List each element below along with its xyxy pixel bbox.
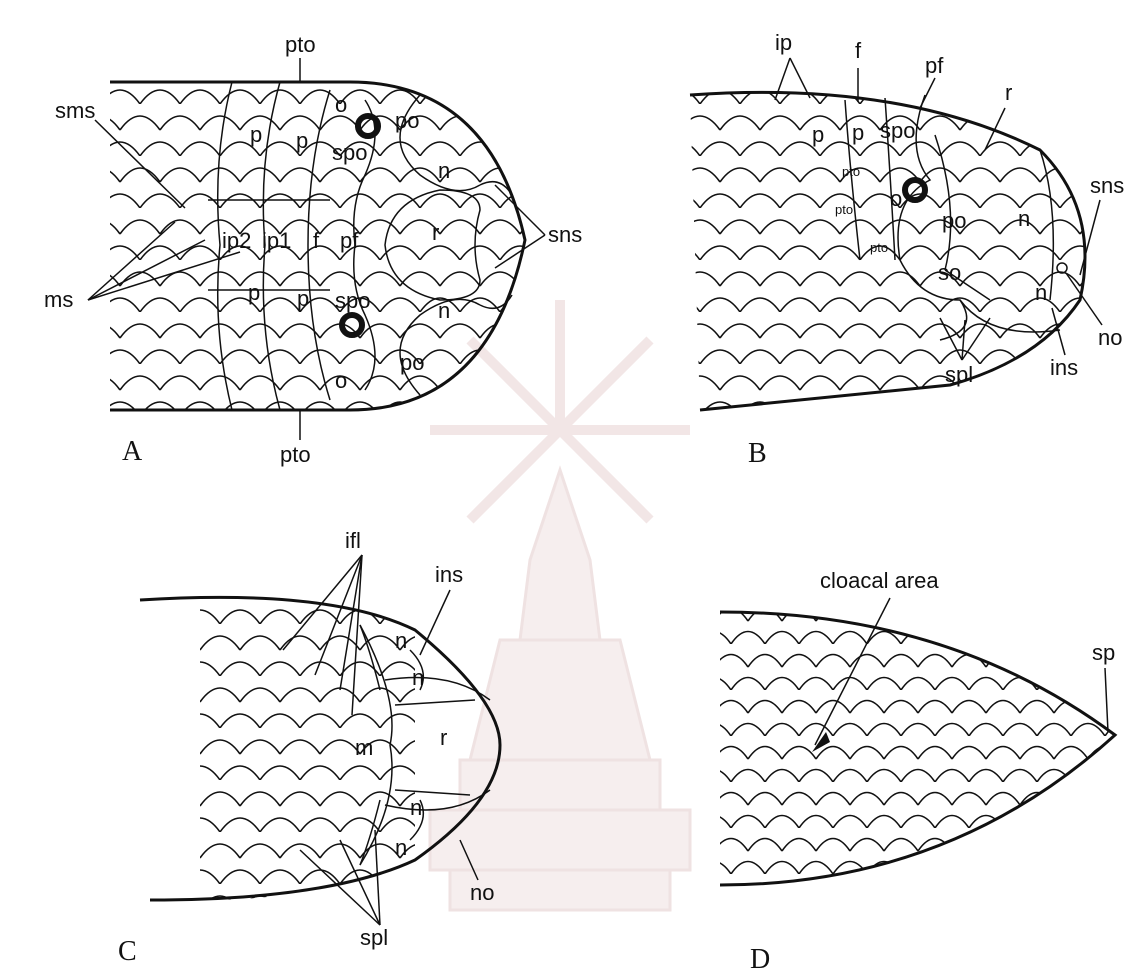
label-sns: sns (1090, 173, 1124, 198)
label-r: r (432, 220, 439, 245)
label-ip1: ip1 (262, 228, 291, 253)
label-n: n (412, 665, 424, 690)
label-pto-bottom: pto (280, 442, 311, 467)
label-n: n (1018, 206, 1030, 231)
label-o: o (890, 186, 902, 211)
label-pto: pto (870, 240, 888, 255)
label-p: p (297, 286, 309, 311)
label-sms: sms (55, 98, 95, 123)
label-no: no (470, 880, 494, 905)
label-m: m (355, 735, 373, 760)
label-pto-top: pto (285, 32, 316, 57)
panel-letter-c: C (118, 936, 137, 967)
label-pto: pto (835, 202, 853, 217)
label-po: po (400, 350, 424, 375)
label-o: o (335, 368, 347, 393)
label-no: no (1098, 325, 1122, 350)
label-ins: ins (1050, 355, 1078, 380)
label-spo: spo (335, 288, 370, 313)
label-n: n (395, 628, 407, 653)
label-o: o (335, 92, 347, 117)
label-ip: ip (775, 30, 792, 55)
label-n: n (438, 158, 450, 183)
label-r: r (1005, 80, 1012, 105)
label-p: p (852, 120, 864, 145)
label-p: p (812, 122, 824, 147)
label-f: f (855, 38, 862, 63)
label-ms: ms (44, 287, 73, 312)
label-spo: spo (332, 140, 367, 165)
panel-b-head-lateral (680, 58, 1102, 420)
label-ifl: ifl (345, 528, 361, 553)
label-n: n (410, 795, 422, 820)
label-r: r (440, 725, 447, 750)
label-spl: spl (360, 925, 388, 950)
label-po: po (942, 208, 966, 233)
panel-letter-a: A (122, 436, 143, 467)
label-sp: sp (1092, 640, 1115, 665)
label-p: p (248, 280, 260, 305)
label-f: f (313, 228, 320, 253)
label-po: po (395, 108, 419, 133)
panel-letter-d: D (750, 944, 770, 975)
label-ins: ins (435, 562, 463, 587)
label-cloacal-area: cloacal area (820, 568, 939, 593)
label-ip2: ip2 (222, 228, 251, 253)
label-pto: pto (842, 164, 860, 179)
label-sns: sns (548, 222, 582, 247)
label-n: n (438, 298, 450, 323)
panel-d-tail (710, 598, 1130, 900)
label-pf: pf (340, 228, 359, 253)
label-spo: spo (880, 118, 915, 143)
label-p: p (250, 122, 262, 147)
label-p: p (296, 128, 308, 153)
label-pf: pf (925, 53, 944, 78)
label-spl: spl (945, 362, 973, 387)
label-n: n (395, 835, 407, 860)
label-so: so (938, 260, 961, 285)
label-n: n (1035, 280, 1047, 305)
panel-letter-b: B (748, 438, 767, 469)
